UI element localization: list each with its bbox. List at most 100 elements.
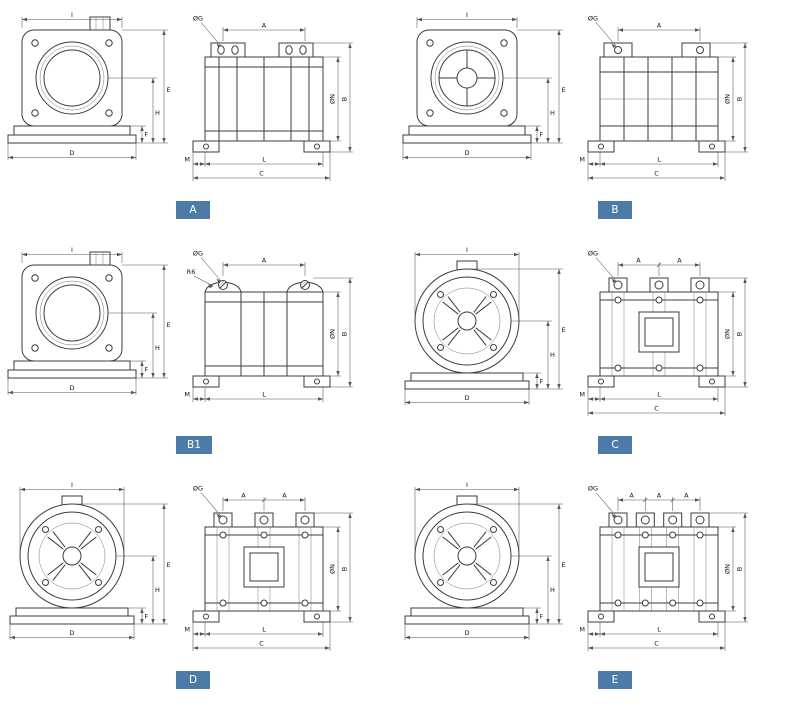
panel-drawing-D: I D F H E A A ØG ØN B L M C: [9, 481, 353, 651]
dim-label: H: [550, 109, 555, 117]
dim-label: A: [262, 257, 267, 265]
dim-label: D: [464, 629, 469, 637]
dim-label: E: [562, 561, 566, 569]
dim-label: ØN: [724, 94, 732, 104]
dim-label: ØG: [193, 15, 203, 23]
dim-label: D: [69, 149, 74, 157]
side-view: A A ØG ØN B L M C: [579, 250, 748, 416]
variant-badge: B: [598, 201, 632, 219]
dim-label: A: [629, 492, 634, 500]
dim-label: ØG: [588, 485, 598, 493]
variant-badge: E: [598, 671, 632, 689]
dim-label: M: [579, 626, 585, 634]
dim-label: L: [262, 156, 266, 164]
dim-label: ØN: [724, 329, 732, 339]
dim-label: L: [657, 626, 661, 634]
dim-label: M: [184, 391, 190, 399]
dim-label: M: [579, 391, 585, 399]
variant-badge: B1: [176, 436, 212, 454]
end-view: I D F H E: [404, 481, 566, 640]
dim-label: L: [262, 626, 266, 634]
dim-label: ØN: [329, 94, 337, 104]
dim-label: F: [145, 613, 149, 621]
dim-label: H: [155, 344, 160, 352]
dim-label: E: [167, 86, 171, 94]
dim-label: C: [654, 405, 659, 413]
end-view: I D F H E: [9, 481, 171, 640]
dim-label: C: [259, 170, 264, 178]
end-view: I D F H E: [402, 11, 566, 160]
dim-label: I: [71, 11, 73, 19]
dim-label: R6: [187, 268, 196, 276]
dim-label: ØG: [193, 250, 203, 258]
dim-label: F: [540, 131, 544, 139]
dim-label: C: [259, 640, 264, 648]
variant-badge: A: [176, 201, 210, 219]
dim-label: A: [636, 257, 641, 265]
dim-label: B: [736, 567, 744, 571]
dim-label: I: [71, 246, 73, 254]
dim-label: A: [657, 492, 662, 500]
dim-label: F: [540, 378, 544, 386]
dim-label: I: [466, 11, 468, 19]
dim-label: F: [145, 366, 149, 374]
side-view: A A ØG ØN B L M C: [184, 485, 353, 651]
dim-label: F: [540, 613, 544, 621]
dim-label: ØN: [329, 564, 337, 574]
dim-label: H: [550, 586, 555, 594]
dim-label: I: [466, 481, 468, 489]
end-view: I D F H E: [7, 11, 171, 160]
dim-label: ØG: [588, 15, 598, 23]
dim-label: M: [184, 156, 190, 164]
dim-label: H: [155, 586, 160, 594]
dim-label: I: [71, 481, 73, 489]
dim-label: M: [579, 156, 585, 164]
dim-label: B: [341, 332, 349, 336]
dim-label: E: [167, 561, 171, 569]
dim-label: I: [466, 246, 468, 254]
dim-label: B: [736, 332, 744, 336]
dim-label: L: [262, 391, 266, 399]
dim-label: A: [262, 22, 267, 30]
dim-label: M: [184, 626, 190, 634]
dim-label: ØG: [588, 250, 598, 258]
dim-label: L: [657, 391, 661, 399]
dim-label: C: [654, 640, 659, 648]
variant-badge: C: [598, 436, 632, 454]
dim-label: E: [167, 321, 171, 329]
panel-drawing-B: I D F H E A ØG ØN B L M C: [402, 11, 748, 181]
dim-label: F: [145, 131, 149, 139]
dim-label: E: [562, 86, 566, 94]
dim-label: D: [69, 384, 74, 392]
dim-label: D: [464, 149, 469, 157]
side-view: A ØG ØN B L M C: [579, 15, 748, 181]
dim-label: B: [736, 97, 744, 101]
dim-label: B: [341, 567, 349, 571]
dim-label: C: [654, 170, 659, 178]
dim-label: A: [282, 492, 287, 500]
dim-label: A: [684, 492, 689, 500]
dim-label: A: [241, 492, 246, 500]
variant-badge: D: [176, 671, 210, 689]
dim-label: A: [657, 22, 662, 30]
dim-label: L: [657, 156, 661, 164]
dim-label: ØG: [193, 485, 203, 493]
dim-label: E: [562, 326, 566, 334]
dim-label: H: [155, 109, 160, 117]
dim-label: D: [69, 629, 74, 637]
dim-label: ØN: [329, 329, 337, 339]
dim-label: H: [550, 351, 555, 359]
dim-label: A: [677, 257, 682, 265]
